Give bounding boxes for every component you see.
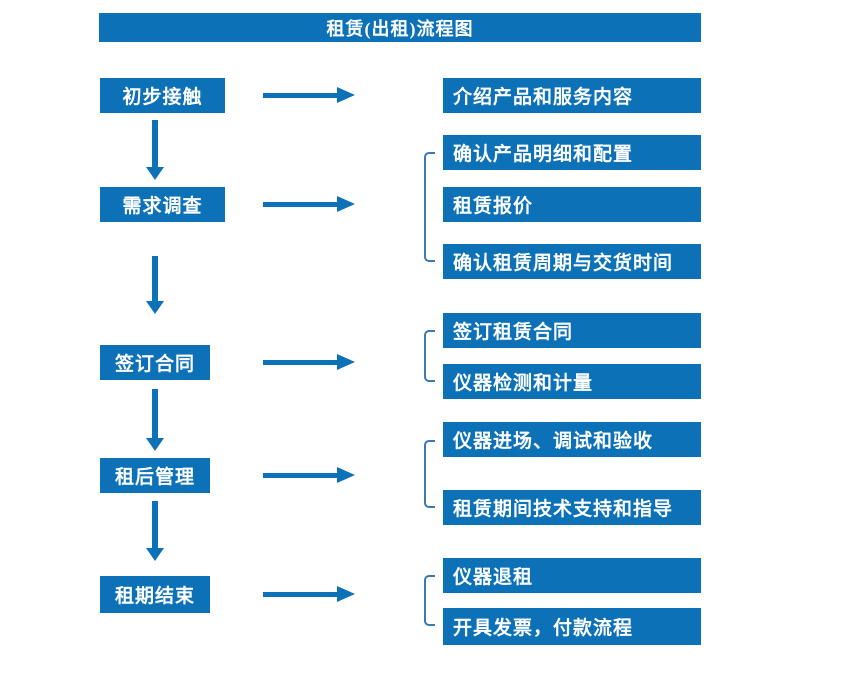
arrow-head (337, 586, 355, 602)
step-box-post-rental-management: 租后管理 (100, 458, 210, 493)
arrow-down-icon (146, 389, 164, 451)
step-box-demand-survey: 需求调查 (100, 187, 225, 222)
step-label: 租期结束 (114, 586, 195, 607)
output-box-instrument-testing: 仪器检测和计量 (443, 364, 701, 399)
arrow-down-icon (146, 120, 164, 180)
output-label: 仪器退租 (453, 567, 534, 588)
arrow-shaft (263, 202, 337, 207)
group-bracket-icon (424, 440, 435, 508)
output-label: 租赁期间技术支持和指导 (453, 499, 674, 520)
output-box-introduce-products: 介绍产品和服务内容 (443, 78, 701, 113)
group-bracket-icon (424, 575, 435, 626)
arrow-right-icon (263, 196, 355, 212)
arrow-head (146, 301, 164, 314)
arrow-shaft (152, 501, 158, 548)
arrow-head (337, 196, 355, 212)
arrow-right-icon (263, 586, 355, 602)
arrow-head (337, 87, 355, 103)
arrow-right-icon (263, 467, 355, 483)
arrow-shaft (152, 120, 158, 167)
output-box-instrument-return: 仪器退租 (443, 558, 701, 593)
output-label: 仪器进场、调试和验收 (453, 431, 654, 452)
arrow-shaft (152, 389, 158, 438)
arrow-head (146, 548, 164, 561)
output-box-technical-support: 租赁期间技术支持和指导 (443, 490, 701, 525)
arrow-down-icon (146, 256, 164, 314)
output-box-invoice-payment: 开具发票，付款流程 (443, 608, 701, 645)
step-label: 租后管理 (114, 467, 195, 488)
step-box-initial-contact: 初步接触 (100, 78, 225, 113)
arrow-head (337, 354, 355, 370)
output-label: 确认租赁周期与交货时间 (453, 253, 674, 274)
group-bracket-icon (424, 152, 435, 262)
arrow-right-icon (263, 87, 355, 103)
arrow-shaft (263, 360, 337, 365)
output-box-confirm-product-details: 确认产品明细和配置 (443, 135, 701, 170)
output-label: 开具发票，付款流程 (453, 618, 634, 639)
output-box-confirm-rental-period: 确认租赁周期与交货时间 (443, 244, 701, 279)
step-box-sign-contract: 签订合同 (100, 345, 210, 380)
step-label: 签订合同 (114, 354, 195, 375)
output-box-rental-quotation: 租赁报价 (443, 187, 701, 222)
diagram-title: 租赁(出租)流程图 (99, 13, 701, 42)
output-label: 确认产品明细和配置 (453, 144, 634, 165)
output-box-sign-rental-contract: 签订租赁合同 (443, 313, 701, 348)
output-box-instrument-setup-acceptance: 仪器进场、调试和验收 (443, 422, 701, 457)
output-label: 仪器检测和计量 (453, 373, 594, 394)
arrow-shaft (263, 93, 337, 98)
output-label: 介绍产品和服务内容 (453, 87, 634, 108)
step-label: 初步接触 (122, 87, 203, 108)
arrow-head (337, 467, 355, 483)
step-label: 需求调查 (122, 196, 203, 217)
arrow-shaft (263, 473, 337, 478)
arrow-shaft (152, 256, 158, 301)
group-bracket-icon (424, 330, 435, 382)
arrow-head (146, 167, 164, 180)
arrow-shaft (263, 592, 337, 597)
arrow-head (146, 438, 164, 451)
output-label: 签订租赁合同 (453, 322, 574, 343)
diagram-title-text: 租赁(出租)流程图 (326, 18, 474, 39)
arrow-down-icon (146, 501, 164, 561)
arrow-right-icon (263, 354, 355, 370)
step-box-rental-end: 租期结束 (100, 576, 210, 613)
output-label: 租赁报价 (453, 196, 534, 217)
